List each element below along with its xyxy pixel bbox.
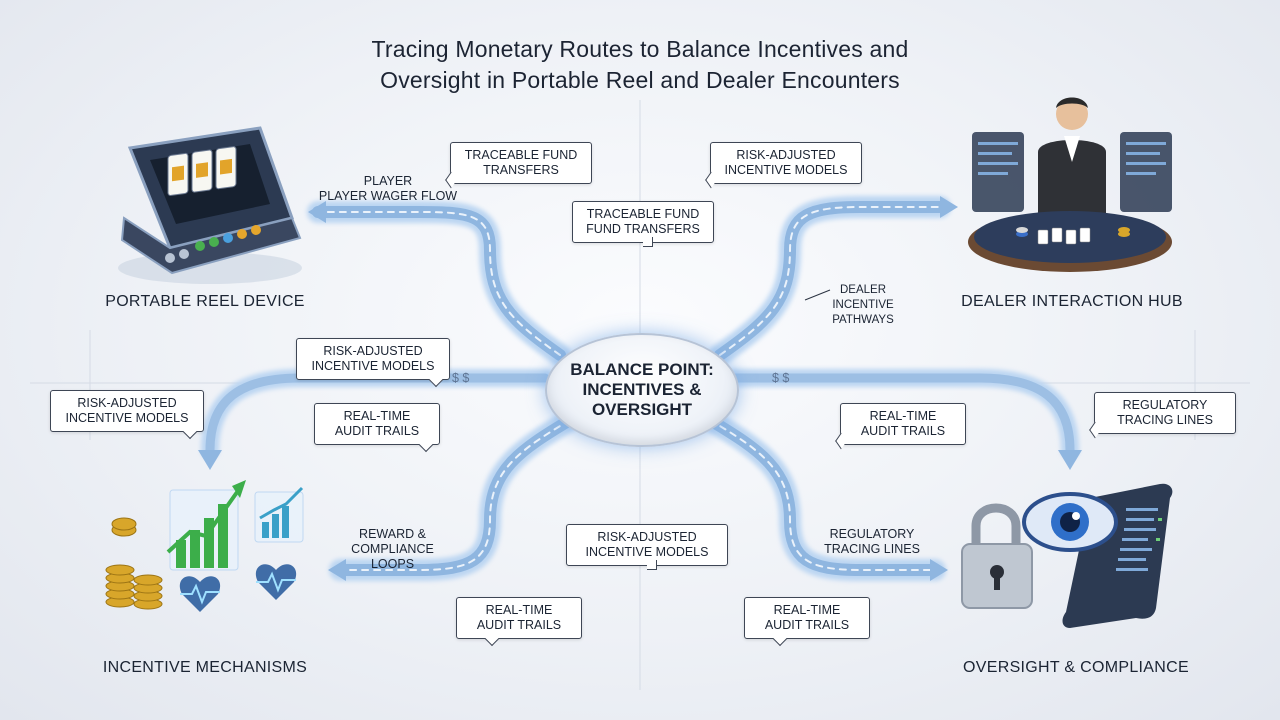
regulatory-tracing-lines-label: REGULATORY TRACING LINES <box>822 527 922 557</box>
callout-risk-adjusted-far-left: RISK-ADJUSTED INCENTIVE MODELS <box>50 390 204 432</box>
label-pointers <box>804 289 831 301</box>
arrowhead-right-down <box>1058 450 1082 470</box>
dealer-table-icon <box>968 97 1172 272</box>
incentive-chart-icon <box>105 480 304 612</box>
currency-symbols-right: $ $ <box>772 371 790 385</box>
callout-c11-line-2: AUDIT TRAILS <box>764 618 850 632</box>
callout-c5-line-2: INCENTIVE MODELS <box>65 411 189 425</box>
title-line-1: Tracing Monetary Routes to Balance Incen… <box>371 36 909 62</box>
callout-c9-line-2: INCENTIVE MODELS <box>585 545 709 559</box>
callout-c2-line-1: RISK-ADJUSTED <box>736 148 836 162</box>
slot-machine-icon <box>118 126 302 284</box>
reward-compliance-loops-label: REWARD & COMPLIANCE LOOPS <box>330 527 455 572</box>
balance-point-line-3: OVERSIGHT <box>591 400 693 419</box>
callout-c7-line-2: AUDIT TRAILS <box>860 424 946 438</box>
callout-risk-adjusted-mid-left: RISK-ADJUSTED INCENTIVE MODELS <box>296 338 450 380</box>
callout-c4-line-1: RISK-ADJUSTED <box>323 344 423 358</box>
portable-reel-device-caption: PORTABLE REEL DEVICE <box>105 293 305 310</box>
player-wager-flow-line-2: PLAYER WAGER FLOW <box>318 189 458 203</box>
oversight-lock-eye-icon <box>961 483 1173 628</box>
arrowhead-right-top <box>940 196 958 218</box>
callout-risk-adjusted-bottom: RISK-ADJUSTED INCENTIVE MODELS <box>566 524 728 570</box>
route-arrowheads <box>198 196 1082 581</box>
callout-c4-line-2: INCENTIVE MODELS <box>311 359 435 373</box>
callout-real-time-audit-mid-right: REAL-TIME AUDIT TRAILS <box>840 403 966 445</box>
dealer-incentive-pathways-label: DEALER INCENTIVE PATHWAYS <box>818 283 908 328</box>
arrowhead-left-bottom <box>328 559 346 581</box>
reward-compliance-line-2: COMPLIANCE LOOPS <box>351 542 434 571</box>
callout-c10-line-2: AUDIT TRAILS <box>476 618 562 632</box>
callout-c1-line-2: TRANSFERS <box>483 163 559 177</box>
callout-regulatory-tracing-right: REGULATORY TRACING LINES <box>1094 392 1236 434</box>
callout-risk-adjusted-top: RISK-ADJUSTED INCENTIVE MODELS <box>710 142 862 184</box>
callout-c8-line-2: TRACING LINES <box>1117 413 1213 427</box>
currency-symbols-left: $ $ <box>452 371 470 385</box>
regulatory-tracing-line-2: TRACING LINES <box>824 542 920 556</box>
callout-c5-line-1: RISK-ADJUSTED <box>77 396 177 410</box>
callout-real-time-audit-mid-left: REAL-TIME AUDIT TRAILS <box>314 403 440 445</box>
arrowhead-right-bottom <box>930 559 948 581</box>
regulatory-tracing-line-1: REGULATORY <box>829 527 915 541</box>
title-line-2: Oversight in Portable Reel and Dealer En… <box>380 67 900 93</box>
callout-traceable-fund-center: TRACEABLE FUND FUND TRANSFERS <box>572 201 714 247</box>
dealer-incentive-line-3: PATHWAYS <box>832 314 894 326</box>
balance-point-line-2: INCENTIVES & <box>582 380 702 399</box>
player-wager-flow-line-1: PLAYER <box>363 174 413 188</box>
callout-c3-line-1: TRACEABLE FUND <box>586 207 700 221</box>
callout-c10-line-1: REAL-TIME <box>485 603 553 617</box>
dealer-incentive-line-1: DEALER <box>839 284 887 296</box>
arrowhead-left-down <box>198 450 222 470</box>
callout-c3-line-2: FUND TRANSFERS <box>586 222 700 236</box>
oversight-compliance-caption: OVERSIGHT & COMPLIANCE <box>963 659 1189 676</box>
callout-c6-line-2: AUDIT TRAILS <box>334 424 420 438</box>
dealer-incentive-line-2: INCENTIVE <box>832 299 894 311</box>
reward-compliance-line-1: REWARD & <box>359 527 426 541</box>
callout-c6-line-1: REAL-TIME <box>343 409 411 423</box>
callout-real-time-audit-bottom-left: REAL-TIME AUDIT TRAILS <box>456 597 582 639</box>
callout-c1-line-1: TRACEABLE FUND <box>464 148 578 162</box>
page-title: Tracing Monetary Routes to Balance Incen… <box>240 34 1040 96</box>
dealer-interaction-hub-caption: DEALER INTERACTION HUB <box>961 293 1183 310</box>
callout-real-time-audit-bottom-right: REAL-TIME AUDIT TRAILS <box>744 597 870 639</box>
callout-c11-line-1: REAL-TIME <box>773 603 841 617</box>
callout-c9-line-1: RISK-ADJUSTED <box>597 530 697 544</box>
callout-c2-line-2: INCENTIVE MODELS <box>724 163 848 177</box>
player-wager-flow-label: PLAYER PLAYER WAGER FLOW <box>318 174 458 204</box>
callout-c7-line-1: REAL-TIME <box>869 409 937 423</box>
balance-point-node: BALANCE POINT: INCENTIVES & OVERSIGHT <box>545 333 739 447</box>
callout-traceable-fund-transfers: TRACEABLE FUND TRANSFERS <box>450 142 592 184</box>
balance-point-line-1: BALANCE POINT: <box>570 360 714 379</box>
incentive-mechanisms-caption: INCENTIVE MECHANISMS <box>102 659 308 676</box>
callout-c8-line-1: REGULATORY <box>1122 398 1208 412</box>
arrowhead-left-top <box>308 201 326 223</box>
